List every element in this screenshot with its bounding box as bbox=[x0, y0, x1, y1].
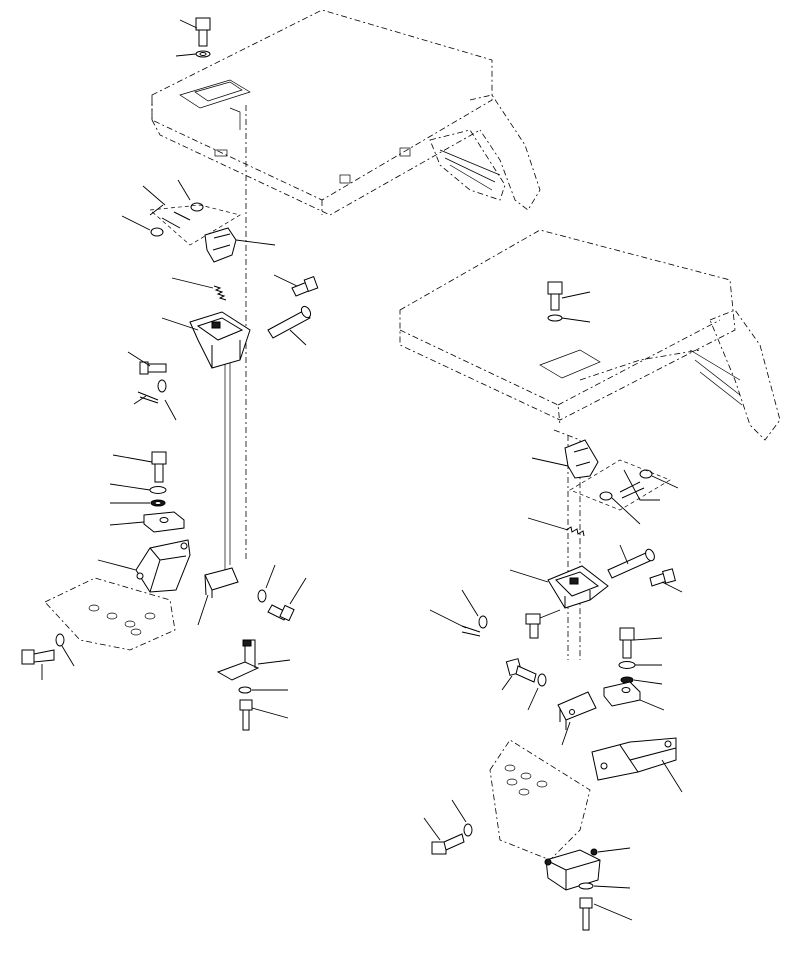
left-hinge-bracket bbox=[97, 539, 191, 593]
left-cotter bbox=[133, 379, 177, 421]
left-bolt-c bbox=[257, 564, 307, 622]
right-assembly bbox=[399, 229, 781, 931]
left-lower-bracket bbox=[216, 639, 291, 731]
right-hinge-bracket bbox=[591, 737, 683, 793]
right-top-bolt bbox=[547, 281, 591, 323]
left-step-base bbox=[44, 577, 176, 651]
right-clamp bbox=[531, 439, 599, 479]
right-cotter bbox=[429, 589, 488, 637]
right-bolt-b bbox=[525, 609, 561, 639]
right-hanger bbox=[557, 691, 597, 746]
right-platform bbox=[399, 229, 781, 660]
right-long-pin bbox=[607, 544, 655, 579]
right-bolt-stack bbox=[603, 627, 665, 711]
left-spring bbox=[171, 277, 227, 301]
right-pin-group bbox=[569, 459, 679, 525]
right-cover-box bbox=[544, 847, 631, 891]
left-pin-group bbox=[121, 179, 241, 246]
left-bolt-d bbox=[21, 633, 75, 680]
left-long-pin bbox=[267, 305, 312, 346]
left-clamp bbox=[204, 227, 276, 263]
right-bolt-a bbox=[649, 568, 683, 593]
right-bolt-e bbox=[578, 882, 633, 931]
left-bolt-stack bbox=[109, 451, 185, 533]
left-main-bracket bbox=[161, 311, 251, 369]
right-bolt-d bbox=[423, 799, 473, 855]
right-step-base bbox=[489, 739, 591, 861]
left-assembly bbox=[21, 9, 541, 731]
left-hanger bbox=[197, 567, 239, 626]
left-bolt-a bbox=[273, 274, 319, 297]
right-spring bbox=[527, 517, 585, 537]
right-bolt-c bbox=[501, 658, 547, 711]
left-platform bbox=[151, 9, 541, 216]
left-top-bolt bbox=[175, 17, 211, 58]
left-bolt-b bbox=[127, 351, 167, 375]
right-main-bracket bbox=[509, 565, 609, 609]
